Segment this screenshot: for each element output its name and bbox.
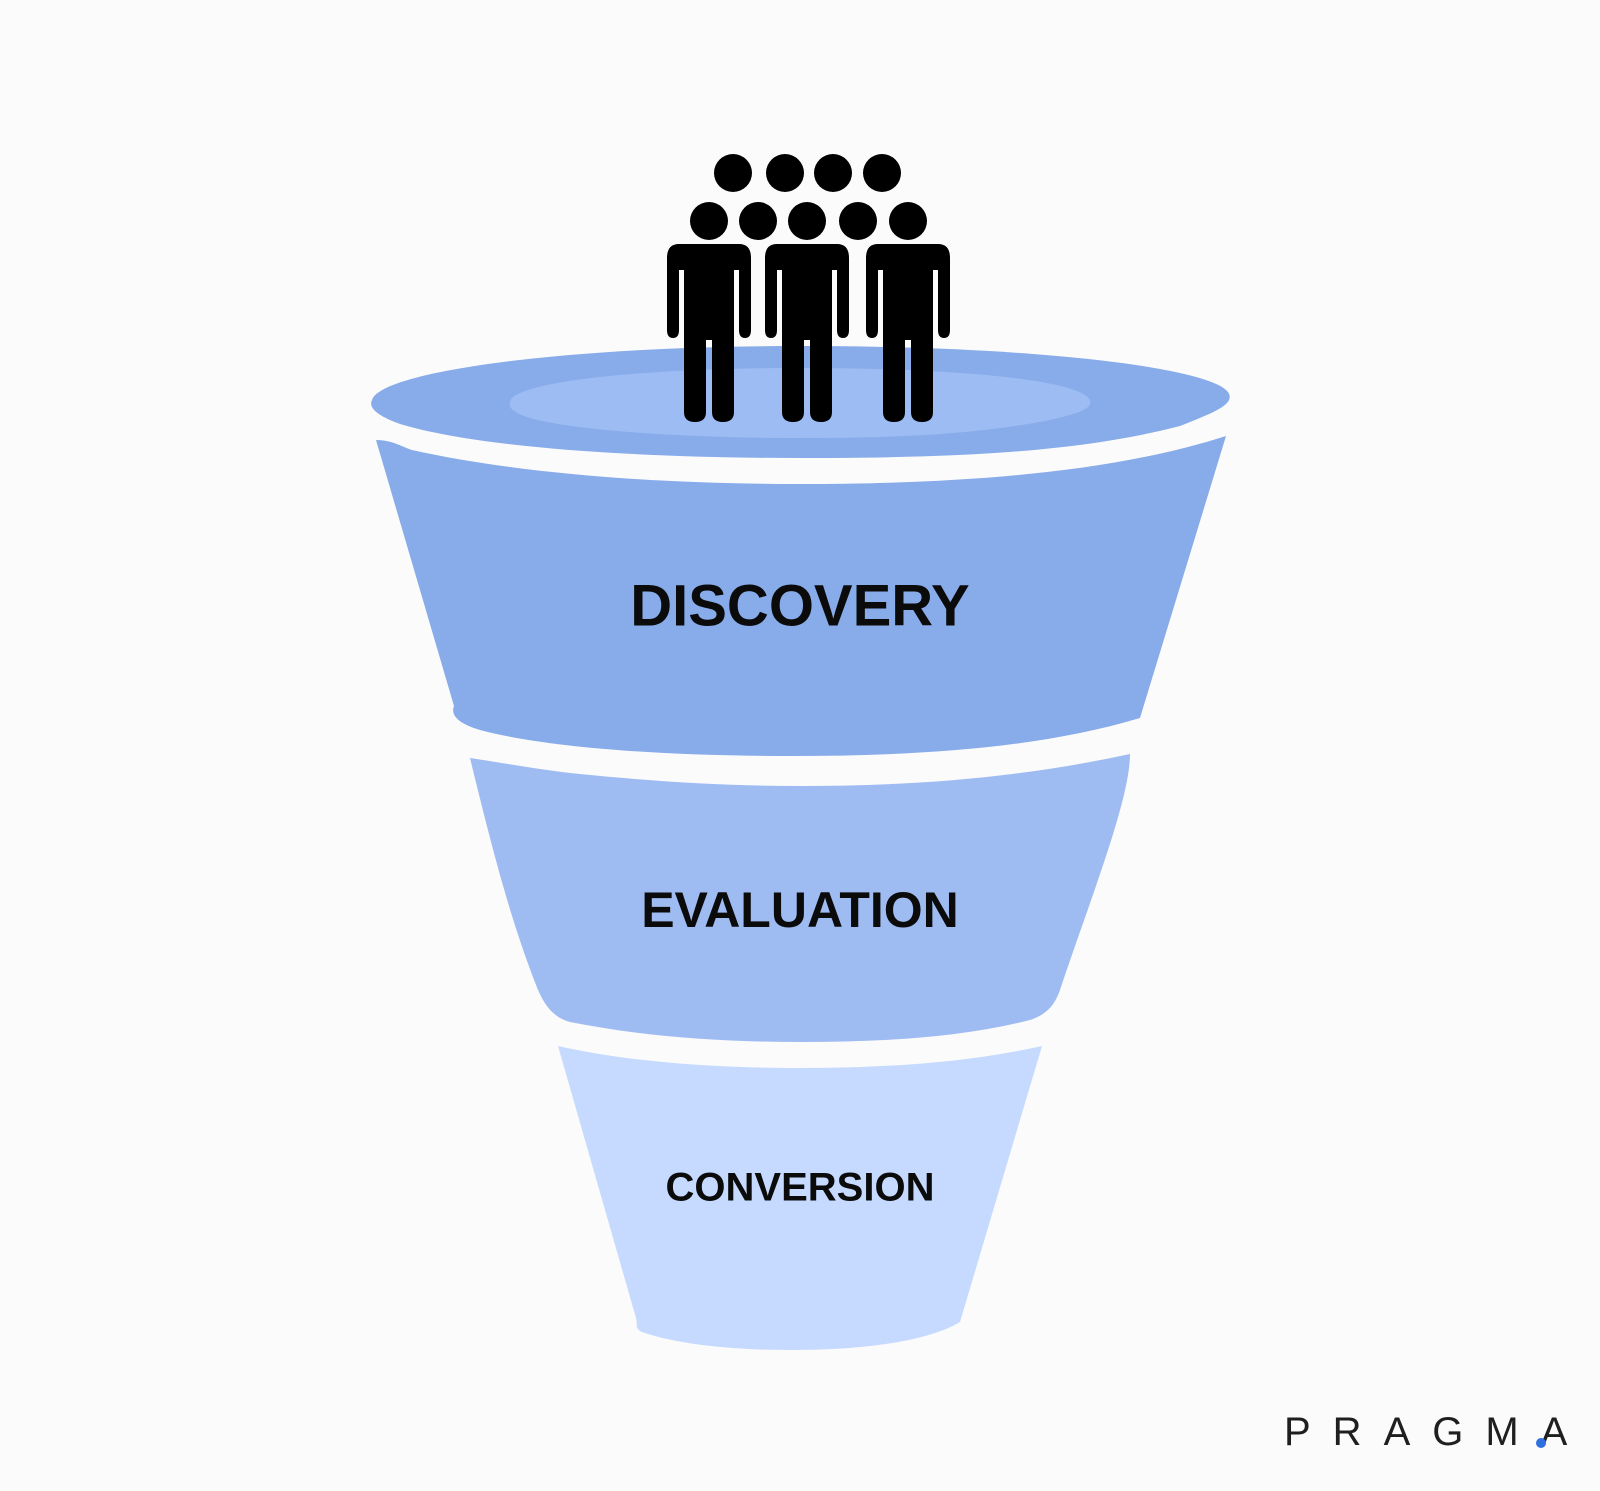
back-row-head-2: [766, 154, 804, 192]
person-body-2: [765, 244, 849, 422]
person-body-3: [866, 244, 950, 422]
middle-row-head-5: [889, 202, 927, 240]
funnel-stage-discovery: DISCOVERY: [376, 436, 1226, 756]
back-row-head-3: [814, 154, 852, 192]
middle-row-head-2: [739, 202, 777, 240]
funnel-stage-conversion: CONVERSION: [558, 1046, 1042, 1350]
funnel-segment-evaluation: [470, 754, 1130, 1042]
crowd-of-people-icon: [667, 154, 950, 422]
person-body-1: [667, 244, 751, 422]
stage-label-discovery: DISCOVERY: [630, 573, 969, 638]
back-row-head-1: [714, 154, 752, 192]
middle-row-head-4: [839, 202, 877, 240]
middle-row-head-1: [690, 202, 728, 240]
stage-label-conversion: CONVERSION: [666, 1166, 935, 1210]
funnel-segment-conversion: [558, 1046, 1042, 1350]
brand-name: PRAGMA: [1284, 1410, 1590, 1454]
back-row-head-4: [863, 154, 901, 192]
funnel-segment-discovery: [376, 436, 1226, 756]
brand-dot-icon: [1536, 1438, 1546, 1448]
middle-row-head-3: [788, 202, 826, 240]
funnel-stage-evaluation: EVALUATION: [470, 754, 1130, 1042]
brand-logo: PRAGMA: [1284, 1412, 1589, 1452]
stage-label-evaluation: EVALUATION: [641, 882, 959, 938]
